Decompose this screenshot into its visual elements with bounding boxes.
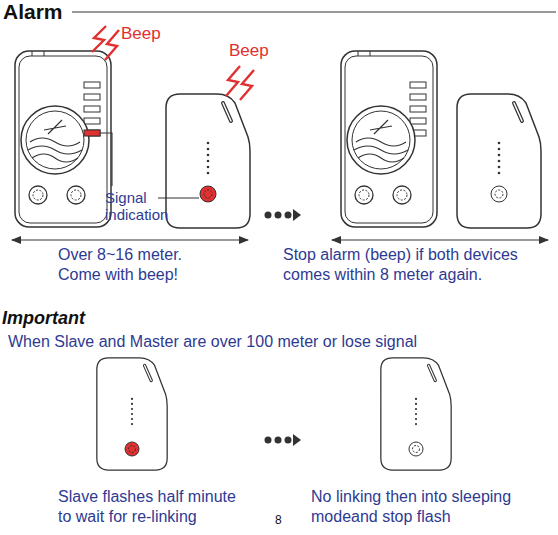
note-text: When Slave and Master are over 100 meter… — [8, 332, 417, 352]
signal-led — [84, 130, 100, 136]
slave-button — [125, 442, 139, 456]
page-title: Alarm — [3, 0, 63, 24]
beep-bolt — [92, 26, 254, 100]
master-device — [341, 51, 437, 227]
page-number: 8 — [275, 513, 282, 527]
distance-arrow — [332, 240, 548, 241]
beep-label: Beep — [121, 24, 161, 44]
slave-device — [381, 358, 451, 470]
slave-device — [97, 358, 167, 470]
note-text: Slave flashes half minute to wait for re… — [58, 487, 243, 527]
flow-arrow — [265, 209, 302, 446]
note-text: No linking then into sleeping modeand st… — [311, 487, 551, 527]
slave-button — [491, 186, 507, 202]
slave-device — [457, 94, 541, 228]
slave-device — [166, 94, 250, 228]
signal-label: Signal indication — [105, 189, 177, 223]
note-text: Stop alarm (beep) if both devices comes … — [283, 245, 551, 285]
master-device — [15, 51, 111, 227]
beep-label: Beep — [229, 41, 269, 61]
distance-arrow — [12, 240, 248, 241]
slave-button — [200, 186, 216, 202]
leader-line — [100, 133, 199, 198]
note-text: Over 8~16 meter. Come with beep! — [58, 245, 218, 285]
slave-button — [409, 442, 423, 456]
title-rule — [72, 11, 556, 12]
section-heading: Important — [2, 307, 85, 329]
